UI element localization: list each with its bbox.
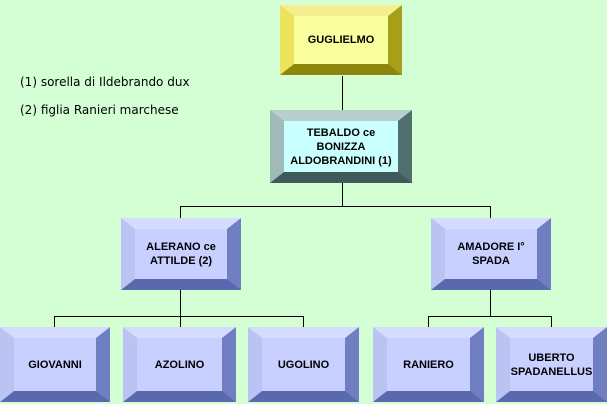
node-ugolino-label: UGOLINO bbox=[262, 338, 345, 391]
node-giovanni: GIOVANNI bbox=[0, 327, 110, 402]
connector-to-azolino bbox=[180, 316, 181, 328]
node-uberto-label: UBERTO SPADANELLUS bbox=[510, 338, 593, 391]
footnote-2: (2) figlia Ranieri marchese bbox=[20, 103, 179, 117]
node-alerano-label: ALERANO ce ATTILDE (2) bbox=[135, 229, 227, 279]
node-guglielmo-label: GUGLIELMO bbox=[294, 16, 388, 64]
connector-root-to-tebaldo bbox=[342, 76, 343, 111]
connector-alerano-down bbox=[180, 289, 181, 316]
node-guglielmo: GUGLIELMO bbox=[280, 5, 402, 75]
node-uberto: UBERTO SPADANELLUS bbox=[496, 327, 607, 402]
node-tebaldo-label: TEBALDO ce BONIZZA ALDOBRANDINI (1) bbox=[284, 121, 398, 172]
connector-gen3-left-bar bbox=[54, 316, 304, 317]
node-ugolino: UGOLINO bbox=[248, 327, 359, 402]
node-tebaldo: TEBALDO ce BONIZZA ALDOBRANDINI (1) bbox=[270, 110, 412, 183]
connector-to-uberto bbox=[551, 316, 552, 328]
node-raniero-label: RANIERO bbox=[387, 338, 470, 391]
footnote-1: (1) sorella di Ildebrando dux bbox=[20, 75, 190, 89]
footnotes: (1) sorella di Ildebrando dux (2) figlia… bbox=[20, 68, 190, 124]
node-azolino: AZOLINO bbox=[123, 327, 236, 402]
node-amadore: AMADORE I° SPADA bbox=[431, 218, 551, 290]
connector-gen2-bar bbox=[180, 206, 491, 207]
node-alerano: ALERANO ce ATTILDE (2) bbox=[121, 218, 241, 290]
connector-to-ugolino bbox=[303, 316, 304, 328]
connector-gen3-right-bar bbox=[428, 316, 552, 317]
node-giovanni-label: GIOVANNI bbox=[14, 338, 96, 391]
connector-tebaldo-down bbox=[342, 182, 343, 206]
connector-to-raniero bbox=[428, 316, 429, 328]
node-azolino-label: AZOLINO bbox=[137, 338, 222, 391]
connector-amadore-down bbox=[490, 289, 491, 316]
node-amadore-label: AMADORE I° SPADA bbox=[445, 229, 537, 279]
connector-to-giovanni bbox=[54, 316, 55, 328]
node-raniero: RANIERO bbox=[373, 327, 484, 402]
connector-to-amadore bbox=[490, 206, 491, 219]
connector-to-alerano bbox=[180, 206, 181, 219]
